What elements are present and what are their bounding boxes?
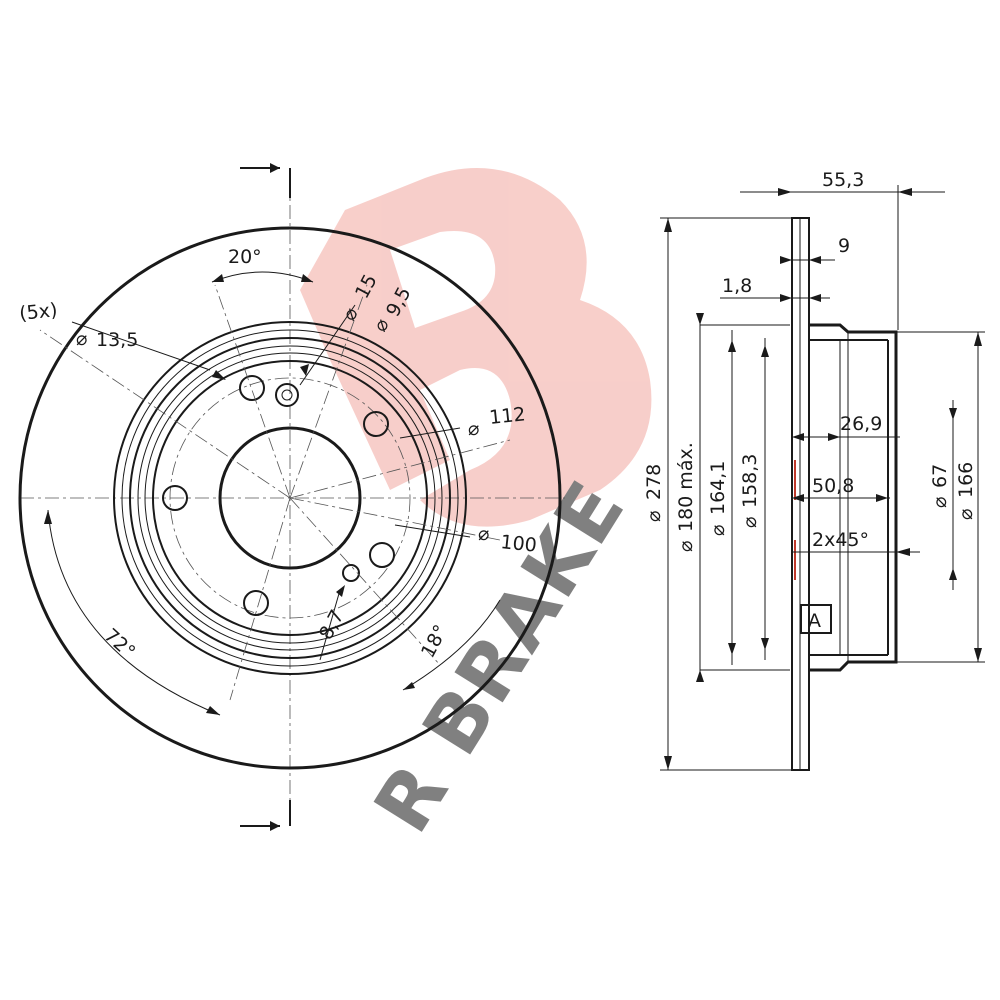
bolt-hole xyxy=(369,542,395,568)
label-depth-50-8: 50,8 xyxy=(812,475,854,497)
watermark: R BRAKE xyxy=(300,167,652,848)
diameter-icon: ⌀ xyxy=(739,517,761,528)
diameter-icon: ⌀ xyxy=(468,418,479,440)
label-dia-180: 180 máx. xyxy=(675,442,697,532)
label-pcd-112: 112 xyxy=(488,403,526,429)
label-bolt-count: (5x) xyxy=(18,299,58,325)
bolt-hole xyxy=(239,375,265,401)
label-offset-1-8: 1,8 xyxy=(722,275,752,297)
diameter-icon: ⌀ xyxy=(675,541,697,552)
label-bolt-hole-diameter: 13,5 xyxy=(96,329,138,351)
label-dia-158: 158,3 xyxy=(739,454,761,508)
locating-hole-small xyxy=(342,564,360,582)
label-hole-8-7: 8,7 xyxy=(315,606,349,643)
diameter-icon: ⌀ xyxy=(707,525,729,536)
center-bore xyxy=(218,426,362,570)
watermark-logo-hole xyxy=(390,230,496,328)
bolt-hole xyxy=(363,411,389,437)
label-dia-164: 164,1 xyxy=(707,461,729,515)
locating-hole xyxy=(275,383,299,407)
label-total-height: 55,3 xyxy=(822,169,864,191)
label-angle-18: 18° xyxy=(417,621,452,661)
watermark-logo xyxy=(300,167,652,527)
label-depth-26-9: 26,9 xyxy=(840,413,882,435)
label-disc-thickness: 9 xyxy=(838,235,850,257)
disc-outer-edge xyxy=(18,226,562,770)
bolt-hole xyxy=(162,485,188,511)
diameter-icon: ⌀ xyxy=(76,328,87,350)
datum-box xyxy=(800,604,832,634)
bolt-hole xyxy=(243,590,269,616)
label-dia-67: 67 xyxy=(929,464,951,488)
side-view: 55,3 9 1,8 26,9 50,8 2x45° A ⌀ xyxy=(643,169,985,771)
diameter-icon: ⌀ xyxy=(929,497,951,508)
label-dia-278: 278 xyxy=(643,464,665,500)
label-chamfer: 2x45° xyxy=(812,529,869,551)
diameter-icon: ⌀ xyxy=(955,509,977,520)
label-dia-166: 166 xyxy=(955,462,977,498)
diameter-icon: ⌀ xyxy=(478,523,489,545)
hat-section xyxy=(809,323,898,672)
diameter-icon: ⌀ xyxy=(643,511,665,522)
label-angle-72: 72° xyxy=(100,624,140,663)
label-angle-20: 20° xyxy=(228,246,262,268)
label-pcd-100: 100 xyxy=(499,531,537,557)
label-datum: A xyxy=(808,610,821,632)
